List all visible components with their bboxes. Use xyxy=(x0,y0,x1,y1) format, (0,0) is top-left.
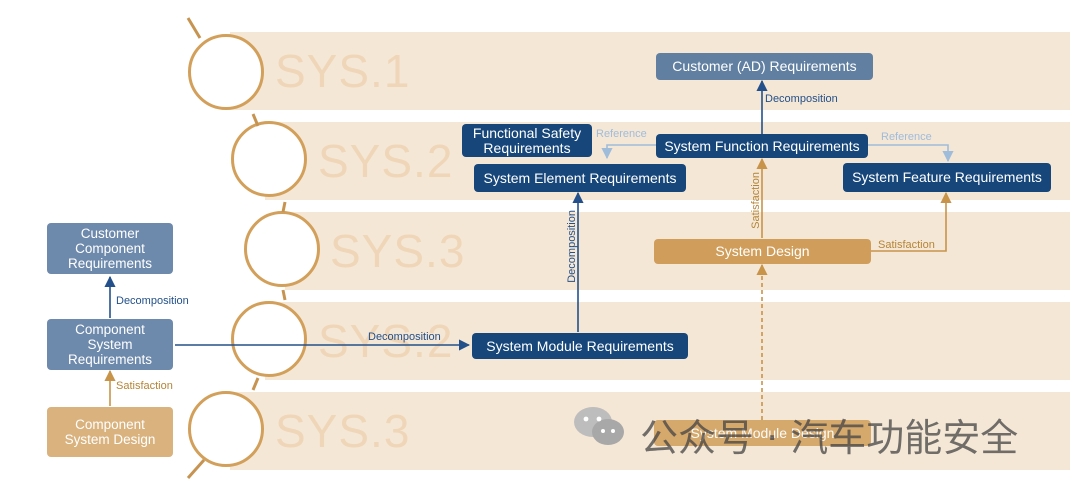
label-reference-left: Reference xyxy=(596,128,647,140)
level-band-sys1 xyxy=(230,32,1070,110)
box-customer-ad-requirements: Customer (AD) Requirements xyxy=(656,53,873,80)
box-functional-safety-requirements: Functional Safety Requirements xyxy=(462,124,592,157)
level-circle-sys3-module xyxy=(188,391,264,467)
wechat-icon xyxy=(572,405,628,449)
circle-tick-3 xyxy=(281,201,287,213)
box-system-function-requirements: System Function Requirements xyxy=(656,134,868,158)
circle-tick-5 xyxy=(251,377,260,391)
label-decomposition-component: Decomposition xyxy=(116,295,189,307)
level-label-sys2-module: SYS.2 xyxy=(318,315,454,367)
label-decomposition-module: Decomposition xyxy=(368,331,441,343)
circle-tick-bottom xyxy=(186,459,206,479)
label-decomposition-customer: Decomposition xyxy=(765,93,838,105)
arrow-design-to-feature xyxy=(871,191,952,252)
label-decomposition-element: Decomposition xyxy=(566,210,578,283)
level-circle-sys2 xyxy=(231,121,307,197)
level-band-sys3-module xyxy=(230,392,1070,470)
label-satisfaction-function: Satisfaction xyxy=(750,172,762,229)
level-label-sys3-module: SYS.3 xyxy=(275,405,411,457)
arrow-reference-left xyxy=(601,144,656,160)
box-system-module-design: System Module Design xyxy=(654,420,871,446)
circle-tick-4 xyxy=(281,289,287,301)
box-component-system-design: Component System Design xyxy=(47,407,173,457)
box-component-system-requirements: Component System Requirements xyxy=(47,319,173,370)
label-satisfaction-component: Satisfaction xyxy=(116,380,173,392)
circle-tick-top xyxy=(186,17,202,39)
box-system-element-requirements: System Element Requirements xyxy=(474,164,686,192)
box-system-module-requirements: System Module Requirements xyxy=(472,333,688,359)
level-circle-sys3 xyxy=(244,211,320,287)
box-system-feature-requirements: System Feature Requirements xyxy=(843,163,1051,192)
level-circle-sys2-module xyxy=(231,301,307,377)
label-satisfaction-feature: Satisfaction xyxy=(878,239,935,251)
box-customer-component-requirements: Customer Component Requirements xyxy=(47,223,173,274)
label-reference-right: Reference xyxy=(881,131,932,143)
arrow-reference-right xyxy=(868,144,954,163)
level-label-sys2: SYS.2 xyxy=(318,135,454,187)
level-label-sys1: SYS.1 xyxy=(275,45,411,97)
box-system-design: System Design xyxy=(654,239,871,264)
level-label-sys3: SYS.3 xyxy=(330,225,466,277)
watermark-text: 公众号 · 汽车功能安全 xyxy=(640,416,1019,460)
circle-tick-2 xyxy=(251,113,260,127)
level-circle-sys1 xyxy=(188,34,264,110)
